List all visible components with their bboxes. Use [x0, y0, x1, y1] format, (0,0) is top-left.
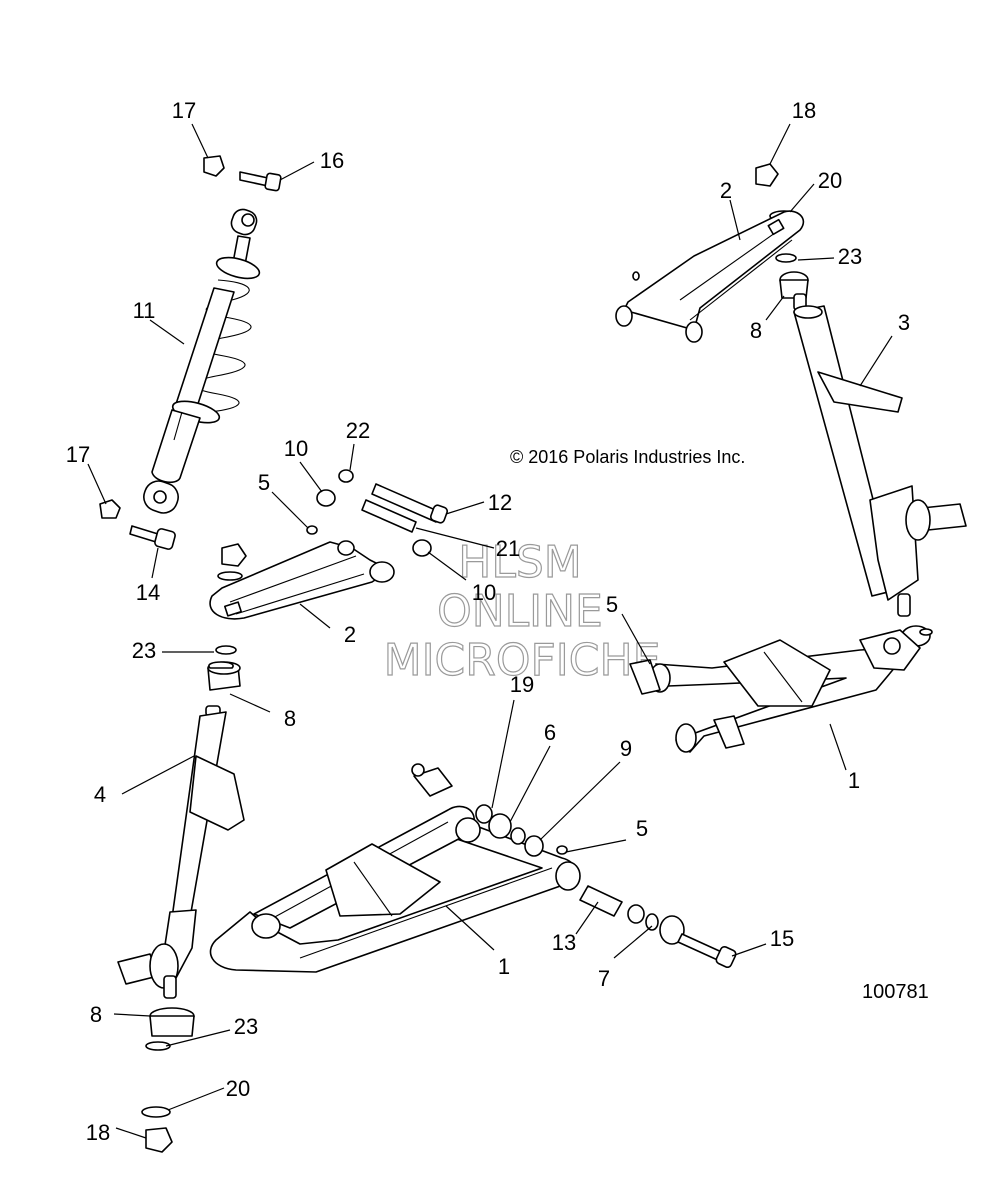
callout-17-top-left: 17: [172, 98, 196, 123]
spindle-left: [117, 645, 245, 1153]
callout-16: 16: [320, 148, 344, 173]
callout-20-left: 20: [226, 1076, 250, 1101]
callout-8-left-upper: 8: [284, 706, 296, 731]
copyright-notice: © 2016 Polaris Industries Inc.: [510, 447, 745, 467]
callout-6: 6: [544, 720, 556, 745]
callout-1-right: 1: [848, 768, 860, 793]
watermark-line-2: ONLINE: [437, 586, 603, 637]
callout-7: 7: [598, 966, 610, 991]
callout-5-center: 5: [636, 816, 648, 841]
watermark: HLSM ONLINE MICROFICHE: [383, 536, 661, 686]
callout-9: 9: [620, 736, 632, 761]
watermark-line-1: HLSM: [458, 537, 582, 588]
callout-23-right: 23: [838, 244, 862, 269]
callout-2-left: 2: [344, 622, 356, 647]
callout-10-upper: 10: [284, 436, 308, 461]
callout-8-right: 8: [750, 318, 762, 343]
lower-a-arm-left: [209, 763, 581, 973]
callout-12: 12: [488, 490, 512, 515]
callout-19: 19: [510, 672, 534, 697]
upper-a-arm-left: [209, 540, 395, 620]
leader-lines: [87, 123, 893, 1139]
callout-14: 14: [136, 580, 160, 605]
callout-21: 21: [496, 536, 520, 561]
shock-absorber: [143, 208, 261, 514]
callout-5-left: 5: [258, 470, 270, 495]
spindle-right: [793, 293, 967, 647]
callout-11: 11: [133, 298, 156, 323]
upper-a-arm-right: [615, 210, 805, 343]
callout-8-left-lower: 8: [90, 1002, 102, 1027]
callout-22: 22: [346, 418, 370, 443]
callout-18-left: 18: [86, 1120, 110, 1145]
callout-5-right: 5: [606, 592, 618, 617]
callout-23-left-upper: 23: [132, 638, 156, 663]
callout-10-lower: 10: [472, 580, 496, 605]
callout-13: 13: [552, 930, 576, 955]
callout-23-left-lower: 23: [234, 1014, 258, 1039]
callout-15: 15: [770, 926, 794, 951]
callout-numbers: 17 16 11 17 14 10 22 5 12 21 10 2 23 8 4…: [66, 98, 910, 1145]
bushing-stack: [475, 804, 737, 969]
callout-17-mid-left: 17: [66, 442, 90, 467]
callout-20-right: 20: [818, 168, 842, 193]
callout-18-right: 18: [792, 98, 816, 123]
callout-4: 4: [94, 782, 106, 807]
callout-1-left: 1: [498, 954, 510, 979]
watermark-line-3: MICROFICHE: [384, 635, 661, 686]
callout-3: 3: [898, 310, 910, 335]
callout-2-right: 2: [720, 178, 732, 203]
figure-number: 100781: [862, 981, 929, 1003]
hardware-left: [99, 155, 448, 581]
lower-a-arm-right: [629, 629, 921, 753]
